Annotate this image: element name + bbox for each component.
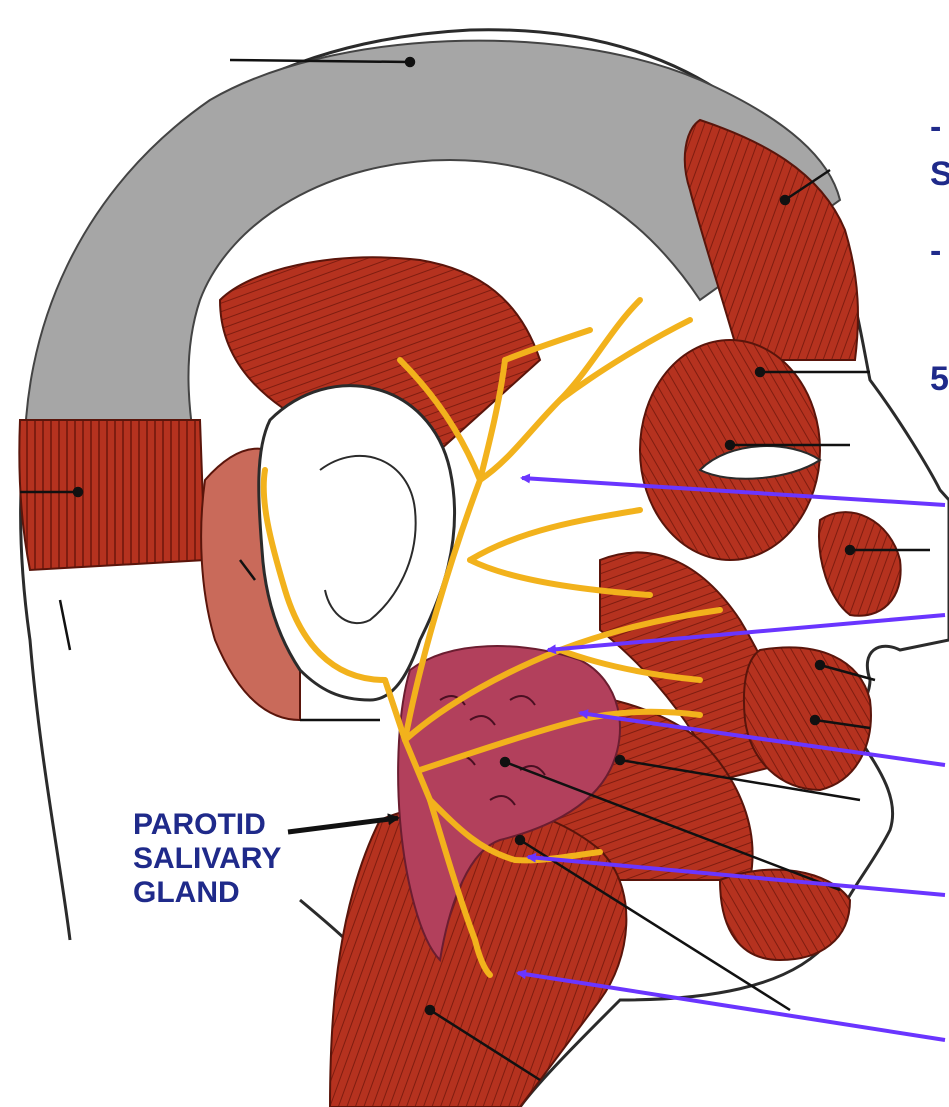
parotid-gland-label: PAROTID SALIVARY GLAND: [133, 808, 281, 910]
gland-label-line2: SALIVARY: [133, 842, 281, 876]
cropped-text-fragment: -: [930, 232, 941, 271]
cropped-text-fragment: 5: [930, 360, 949, 399]
occipitalis-muscle: [19, 420, 205, 570]
cropped-text-fragment: S: [930, 155, 949, 194]
gland-label-line3: GLAND: [133, 876, 281, 910]
cropped-text-fragment: -: [930, 108, 941, 147]
gland-label-line1: PAROTID: [133, 808, 281, 842]
